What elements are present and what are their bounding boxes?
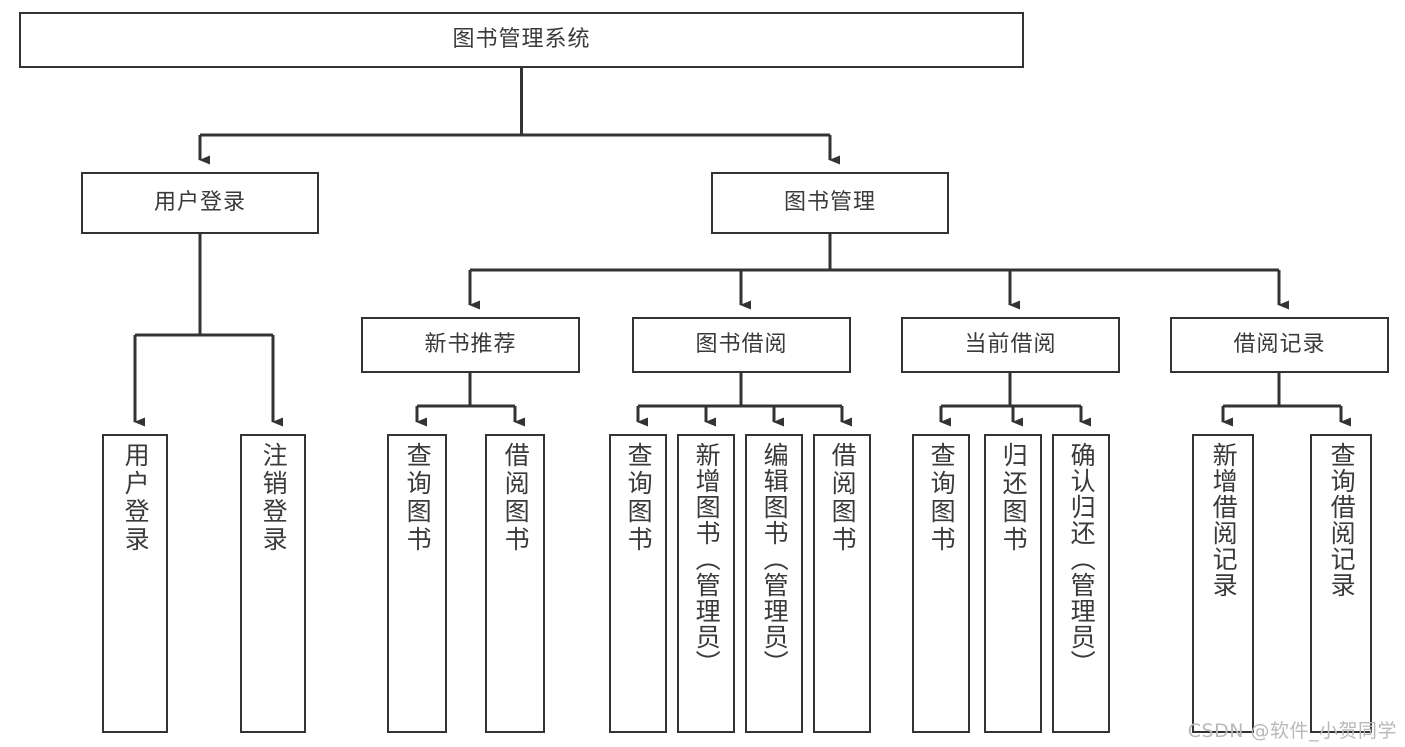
node-leaf-edit-book-label: 编辑图书（管理员）: [760, 442, 790, 676]
node-root-label: 图书管理系统: [452, 26, 591, 52]
node-user-login-label: 用户登录: [153, 189, 246, 215]
node-leaf-borrow-book-2-label: 借阅图书: [828, 442, 858, 554]
node-user-login[interactable]: 用户登录: [81, 172, 319, 234]
node-leaf-logout[interactable]: 注销登录: [240, 434, 306, 733]
node-leaf-borrow-book-1[interactable]: 借阅图书: [485, 434, 545, 733]
node-leaf-user-login[interactable]: 用户登录: [102, 434, 168, 733]
node-book-borrow[interactable]: 图书借阅: [632, 317, 851, 373]
node-book-management-label: 图书管理: [783, 189, 876, 215]
node-leaf-borrow-book-1-label: 借阅图书: [501, 442, 531, 554]
node-leaf-return-book[interactable]: 归还图书: [984, 434, 1042, 733]
node-leaf-add-book-label: 新增图书（管理员）: [692, 442, 722, 676]
node-current-borrow-label: 当前借阅: [964, 331, 1057, 357]
node-leaf-edit-book[interactable]: 编辑图书（管理员）: [745, 434, 803, 733]
node-leaf-return-book-label: 归还图书: [999, 442, 1029, 554]
node-leaf-add-record[interactable]: 新增借阅记录: [1192, 434, 1254, 733]
node-leaf-add-record-label: 新增借阅记录: [1209, 442, 1239, 598]
node-leaf-confirm-return[interactable]: 确认归还（管理员）: [1052, 434, 1110, 733]
node-leaf-query-book-3[interactable]: 查询图书: [912, 434, 970, 733]
node-current-borrow[interactable]: 当前借阅: [901, 317, 1120, 373]
node-leaf-query-record-label: 查询借阅记录: [1327, 442, 1357, 598]
node-leaf-logout-label: 注销登录: [259, 442, 289, 554]
node-leaf-query-book-1-label: 查询图书: [403, 442, 433, 554]
node-book-borrow-label: 图书借阅: [695, 331, 788, 357]
node-leaf-query-book-1[interactable]: 查询图书: [387, 434, 447, 733]
node-leaf-user-login-label: 用户登录: [121, 442, 151, 554]
node-leaf-query-book-2-label: 查询图书: [624, 442, 654, 554]
node-new-book-recommend[interactable]: 新书推荐: [361, 317, 580, 373]
node-book-management[interactable]: 图书管理: [711, 172, 949, 234]
node-new-book-recommend-label: 新书推荐: [424, 331, 517, 357]
node-leaf-borrow-book-2[interactable]: 借阅图书: [813, 434, 871, 733]
node-leaf-add-book[interactable]: 新增图书（管理员）: [677, 434, 735, 733]
node-leaf-query-record[interactable]: 查询借阅记录: [1310, 434, 1372, 733]
csdn-watermark: CSDN @软件_小贺同学: [1187, 720, 1397, 742]
node-leaf-query-book-2[interactable]: 查询图书: [609, 434, 667, 733]
node-borrow-record-label: 借阅记录: [1233, 331, 1326, 357]
node-borrow-record[interactable]: 借阅记录: [1170, 317, 1389, 373]
node-leaf-confirm-return-label: 确认归还（管理员）: [1067, 442, 1097, 676]
node-root[interactable]: 图书管理系统: [19, 12, 1024, 68]
node-leaf-query-book-3-label: 查询图书: [927, 442, 957, 554]
